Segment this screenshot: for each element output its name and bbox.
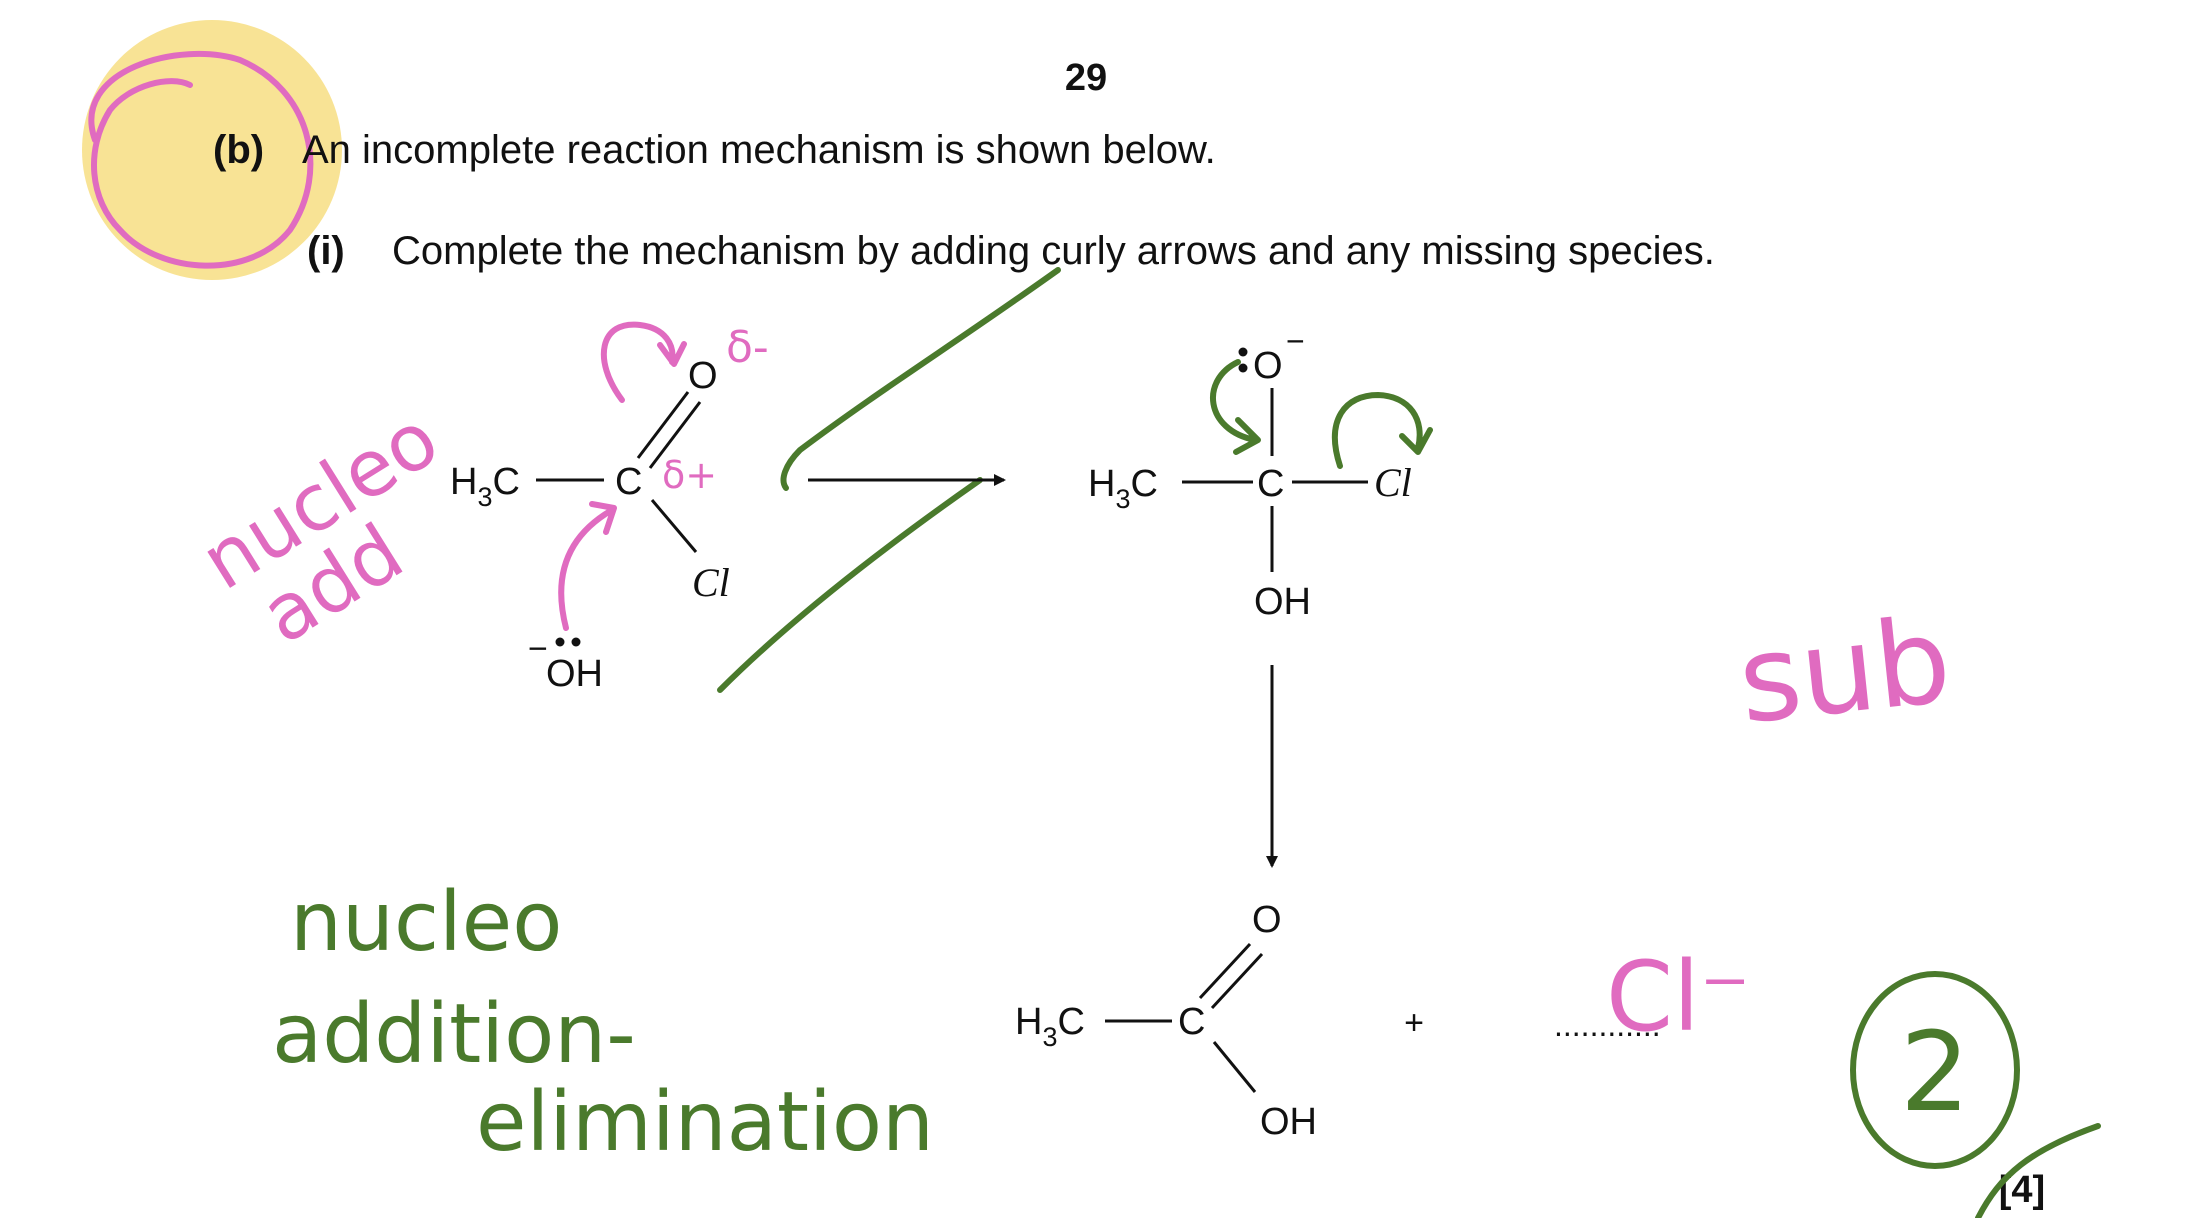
intermediate-methyl: H3C <box>1088 463 1158 514</box>
product-oxygen: O <box>1252 899 1282 941</box>
plus-sign: + <box>1404 1004 1424 1042</box>
pink-curly-arrow-oh-c <box>558 501 617 631</box>
nucleophile-oh: OH <box>546 653 603 695</box>
product-bond-c-oh <box>1212 1041 1257 1093</box>
reactant-double-bond-2 <box>648 401 702 469</box>
green-strike-mark <box>717 267 1061 693</box>
green-note-line3: elimination <box>476 1075 934 1170</box>
intermediate-chlorine: Cl <box>1374 460 1412 505</box>
product-structure: O H3C C OH + ............ <box>1015 899 1661 1143</box>
product-hydroxyl: OH <box>1260 1101 1317 1143</box>
reactant-methyl: H3C <box>450 461 520 512</box>
reactant-carbon: C <box>615 461 642 503</box>
intermediate-structure: O − H3C C Cl OH <box>1088 323 1412 623</box>
intermediate-carbon: C <box>1257 463 1284 505</box>
product-double-bond-2 <box>1210 952 1264 1010</box>
reactant-chlorine: Cl <box>692 560 730 605</box>
reactant-oxygen: O <box>688 355 718 397</box>
page-number: 29 <box>1065 57 1107 99</box>
part-text: An incomplete reaction mechanism is show… <box>302 128 1216 172</box>
intermediate-oxygen-charge: − <box>1286 323 1305 359</box>
green-tick-mark <box>1975 1123 2101 1218</box>
green-score: 2 <box>1900 1008 1970 1136</box>
lone-pair-dot <box>555 637 565 647</box>
pink-sub-note: sub <box>1732 591 1956 750</box>
green-note-line2: addition- <box>272 987 636 1082</box>
product-carbon: C <box>1178 1001 1205 1043</box>
delta-plus-label: δ+ <box>662 453 717 497</box>
green-note-line1: nucleo <box>290 875 562 970</box>
delta-minus-label: δ- <box>726 322 769 373</box>
product-double-bond-1 <box>1198 942 1252 1000</box>
intermediate-oxygen: O <box>1253 345 1283 387</box>
lone-pair-dot <box>1238 347 1248 357</box>
nucleophile-charge: − <box>528 630 548 668</box>
product-methyl: H3C <box>1015 1001 1085 1052</box>
part-label: (b) <box>213 128 264 172</box>
pink-curly-arrow-c-o <box>600 321 687 403</box>
green-curly-arrow-o-c <box>1210 359 1261 455</box>
sub-part-label: (i) <box>307 229 345 273</box>
reactant-structure: H3C C O Cl − OH <box>450 355 730 695</box>
reactant-double-bond-1 <box>636 391 690 459</box>
green-score-circle <box>1850 971 2020 1169</box>
reactant-bond-c-cl <box>650 499 698 553</box>
pink-circle-mark <box>88 50 314 269</box>
answer-blank: ............ <box>1554 1007 1661 1043</box>
sub-part-text: Complete the mechanism by adding curly a… <box>392 229 1715 273</box>
handwritten-answer: Cl⁻ <box>1606 941 1750 1053</box>
lone-pair-dot <box>1238 363 1248 373</box>
lone-pair-dot <box>571 637 581 647</box>
intermediate-hydroxyl: OH <box>1254 581 1311 623</box>
green-curly-arrow-c-cl <box>1332 392 1433 469</box>
